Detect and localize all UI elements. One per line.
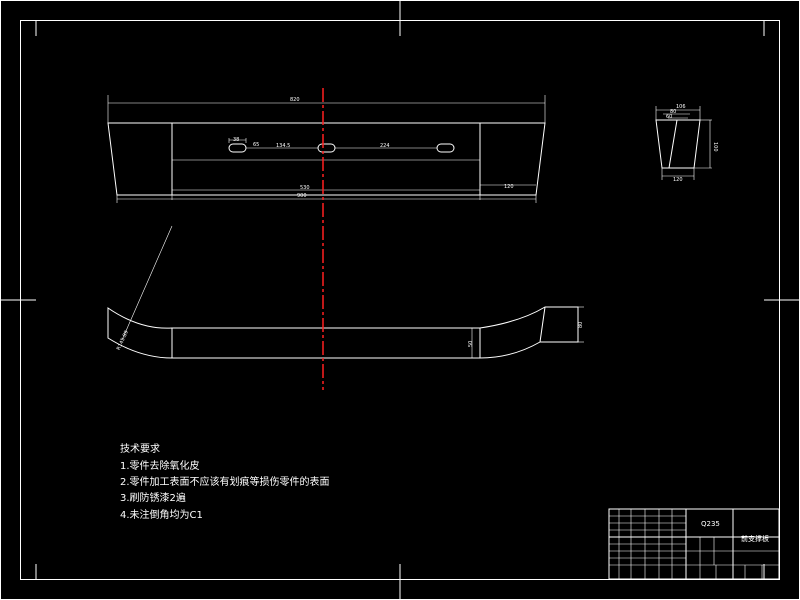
side-view: 106 80 60 100 120 bbox=[655, 104, 718, 183]
dim-side-inner1: 80 bbox=[670, 109, 676, 115]
dim-side-inner2: 60 bbox=[666, 114, 672, 120]
dim-slot-gap: 65 bbox=[253, 142, 259, 148]
note-1: 1.零件去除氧化皮 bbox=[120, 459, 200, 472]
dim-overall-top: 820 bbox=[290, 97, 300, 103]
bent-view: R145.89 50 80 bbox=[107, 225, 584, 359]
dim-side-bottom: 120 bbox=[673, 177, 683, 183]
note-4: 4.未注倒角均为C1 bbox=[120, 508, 203, 521]
technical-notes: 技术要求 1.零件去除氧化皮 2.零件加工表面不应该有划痕等损伤零件的表面 3.… bbox=[120, 442, 330, 521]
dim-slot-w: 38 bbox=[233, 137, 239, 143]
dim-h1: 50 bbox=[468, 341, 474, 347]
note-3: 3.刷防锈漆2遍 bbox=[120, 491, 186, 504]
dim-end-len: 120 bbox=[504, 184, 514, 190]
dim-h2: 80 bbox=[578, 322, 584, 328]
dim-side-height: 100 bbox=[712, 142, 718, 152]
dim-side-top: 106 bbox=[676, 104, 686, 110]
title-material: Q235 bbox=[701, 520, 720, 528]
front-view: 820 38 65 134.5 224 530 120 900 bbox=[107, 95, 546, 203]
dim-slot-pitch2: 224 bbox=[380, 143, 390, 149]
dim-slot-pitch1: 134.5 bbox=[276, 143, 290, 149]
notes-title: 技术要求 bbox=[120, 442, 160, 455]
title-part-name: 前支撑板 bbox=[741, 534, 769, 543]
dim-inner-len: 530 bbox=[300, 185, 310, 191]
dim-total-len: 900 bbox=[297, 193, 307, 199]
title-block: Q235 前支撑板 bbox=[608, 508, 780, 580]
note-2: 2.零件加工表面不应该有划痕等损伤零件的表面 bbox=[120, 475, 330, 488]
